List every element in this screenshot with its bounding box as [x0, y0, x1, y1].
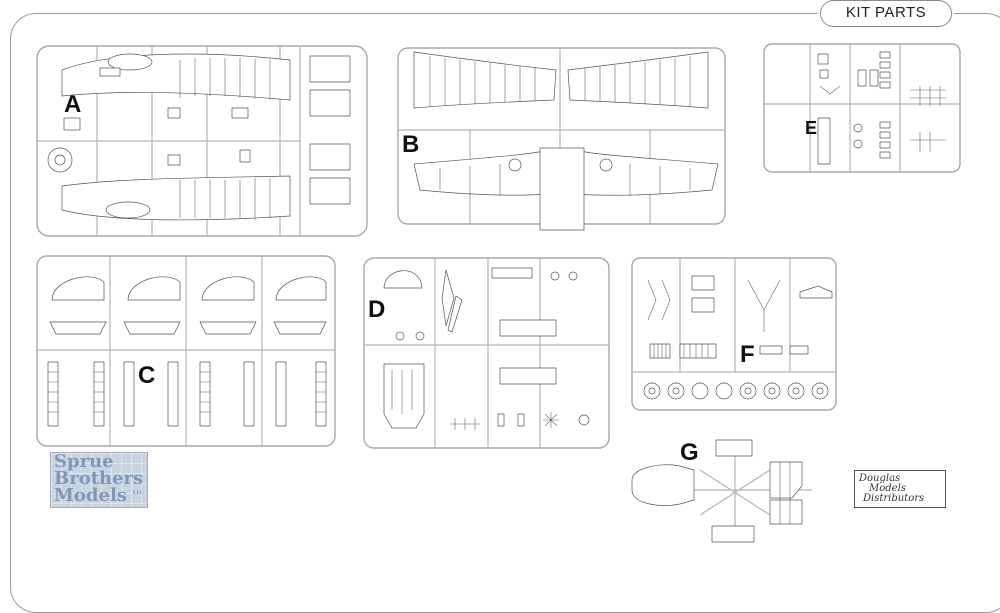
sprue-a: A [36, 45, 368, 237]
douglas-logo-line2: Models [869, 483, 906, 494]
sprue-brothers-logo-suffix: LLC [132, 490, 144, 496]
sprue-f: F [631, 257, 837, 411]
sprue-brothers-logo: Sprue Brothers Models LLC [50, 452, 148, 508]
douglas-logo-line1: Douglas [859, 473, 901, 484]
sprue-a-label: A [64, 91, 81, 118]
sprue-b-label: B [402, 131, 419, 158]
sprue-sheet: .sp { fill: #fff; stroke: #a8a8a8; strok… [36, 43, 961, 543]
sprue-brothers-logo-line2: Brothers [54, 468, 144, 489]
sprue-f-label: F [740, 341, 755, 368]
douglas-models-logo: Douglas Models Distributors [854, 470, 946, 508]
sprue-b: B [397, 47, 726, 231]
kit-parts-title: KIT PARTS [820, 0, 952, 27]
sprue-e: E [763, 43, 961, 173]
sprue-d: D [363, 257, 610, 449]
sprue-g: G [631, 439, 812, 543]
douglas-logo-line3: Distributors [863, 493, 925, 504]
sprue-d-label: D [368, 296, 385, 323]
sprue-c: C [36, 255, 336, 447]
sprue-c-label: C [138, 362, 155, 389]
sprue-brothers-logo-line1: Sprue [54, 451, 114, 472]
sprue-e-label: E [805, 118, 817, 138]
sprue-brothers-logo-line3: Models [54, 485, 127, 506]
sprue-g-label: G [680, 439, 699, 466]
